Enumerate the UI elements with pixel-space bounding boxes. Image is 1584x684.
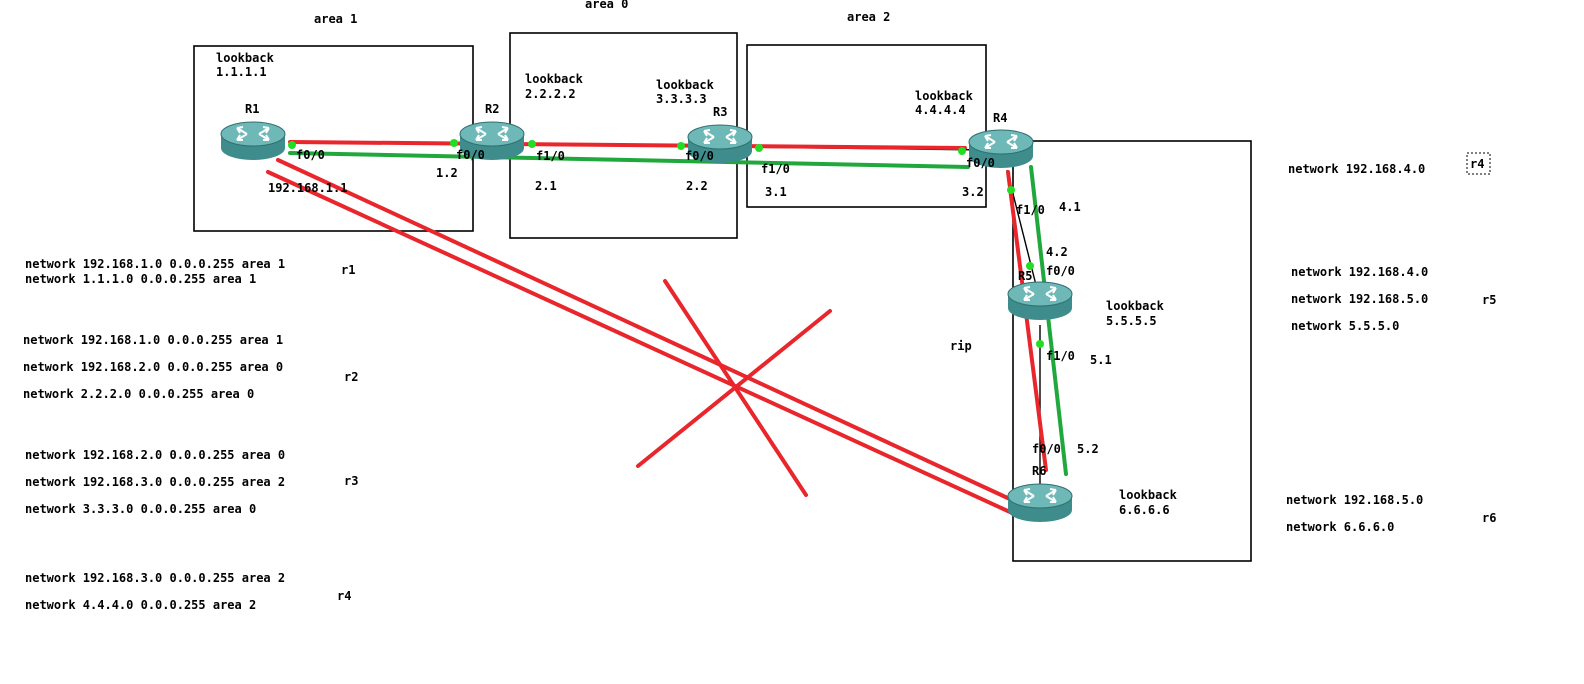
r4-f10-label: f1/0	[1016, 203, 1045, 217]
r1-loopback-ip: 1.1.1.1	[216, 65, 267, 79]
config-line: network 192.168.4.0	[1288, 162, 1425, 176]
config-line: network 192.168.3.0 0.0.0.255 area 2	[25, 571, 285, 585]
router-r5-icon[interactable]	[1007, 281, 1073, 321]
red-path-r4-r6	[1006, 170, 1048, 472]
r2-address-b: 2.1	[535, 179, 557, 193]
r3-loopback-label: lookback	[656, 78, 715, 92]
red-diagonal-a	[276, 158, 1014, 502]
r4-loopback-ip: 4.4.4.4	[915, 103, 966, 117]
config-r5-rip: network 192.168.4.0 network 192.168.5.0 …	[1291, 265, 1496, 333]
config-line: network 192.168.2.0 0.0.0.255 area 0	[23, 360, 283, 374]
config-r3: network 192.168.2.0 0.0.0.255 area 0 net…	[25, 448, 358, 516]
config-r4: network 192.168.3.0 0.0.0.255 area 2 net…	[25, 571, 351, 612]
r5-f10-label: f1/0	[1046, 349, 1075, 363]
r3-address-a: 2.2	[686, 179, 708, 193]
r6-loopback-ip: 6.6.6.6	[1119, 503, 1170, 517]
r1-name: R1	[245, 102, 259, 116]
r5-address-b: 5.1	[1090, 353, 1112, 367]
config-line: network 192.168.3.0 0.0.0.255 area 2	[25, 475, 285, 489]
cross-mark-b	[636, 309, 832, 468]
r4-address-b: 4.1	[1059, 200, 1081, 214]
r3-name: R3	[713, 105, 727, 119]
config-tag: r4	[337, 589, 351, 603]
r3-f10-label: f1/0	[761, 162, 790, 176]
config-r4-rip: network 192.168.4.0 r4	[1288, 152, 1491, 176]
r6-address: 5.2	[1077, 442, 1099, 456]
r5-address-a: 4.2	[1046, 245, 1068, 259]
r2-f00-label: f0/0	[456, 148, 485, 162]
r2-f10-label: f1/0	[536, 149, 565, 163]
config-line: network 1.1.1.0 0.0.0.255 area 1	[25, 272, 256, 286]
config-line: network 192.168.2.0 0.0.0.255 area 0	[25, 448, 285, 462]
r2-loopback-ip: 2.2.2.2	[525, 87, 576, 101]
r5-name: R5	[1018, 269, 1032, 283]
config-line: network 5.5.5.0	[1291, 319, 1399, 333]
area2-box	[746, 44, 987, 208]
config-line: network 192.168.1.0 0.0.0.255 area 1	[25, 257, 285, 271]
config-r6-rip: network 192.168.5.0 network 6.6.6.0 r6	[1286, 493, 1496, 534]
config-tag: r6	[1482, 511, 1496, 525]
r5-loopback-ip: 5.5.5.5	[1106, 314, 1157, 328]
rip-label: rip	[950, 339, 972, 353]
port-dots	[288, 139, 1044, 348]
router-r6-icon[interactable]	[1007, 483, 1073, 523]
r5-f00-label: f0/0	[1046, 264, 1075, 278]
config-tag: r4	[1470, 157, 1484, 171]
config-tag: r5	[1482, 293, 1496, 307]
r1-address: 192.168.1.1	[268, 181, 347, 195]
config-line: network 4.4.4.0 0.0.0.255 area 2	[25, 598, 256, 612]
config-line: network 192.168.1.0 0.0.0.255 area 1	[23, 333, 283, 347]
area1-label: area 1	[314, 12, 357, 26]
r3-loopback-ip: 3.3.3.3	[656, 92, 707, 106]
r5-loopback-label: lookback	[1106, 299, 1165, 313]
r6-f00-label: f0/0	[1032, 442, 1061, 456]
r4-address-a: 3.2	[962, 185, 984, 199]
config-r1: network 192.168.1.0 0.0.0.255 area 1 net…	[25, 257, 355, 286]
area0-label: area 0	[585, 0, 628, 11]
r3-f00-label: f0/0	[685, 149, 714, 163]
config-tag: r3	[344, 474, 358, 488]
config-line: network 2.2.2.0 0.0.0.255 area 0	[23, 387, 254, 401]
config-tag: r2	[344, 370, 358, 384]
config-r2: network 192.168.1.0 0.0.0.255 area 1 net…	[23, 333, 358, 401]
config-line: network 192.168.4.0	[1291, 265, 1428, 279]
green-path-r4-r6	[1029, 165, 1068, 476]
r6-name: R6	[1032, 464, 1046, 478]
r2-name: R2	[485, 102, 499, 116]
red-path-top	[288, 140, 967, 150]
r4-f00-label: f0/0	[966, 156, 995, 170]
r1-loopback-label: lookback	[216, 51, 275, 65]
config-tag: r1	[341, 263, 355, 277]
area2-label: area 2	[847, 10, 890, 24]
config-line: network 6.6.6.0	[1286, 520, 1394, 534]
r4-name: R4	[993, 111, 1007, 125]
config-line: network 192.168.5.0	[1286, 493, 1423, 507]
config-line: network 192.168.5.0	[1291, 292, 1428, 306]
r6-loopback-label: lookback	[1119, 488, 1178, 502]
rip-box	[1012, 140, 1252, 562]
r2-loopback-label: lookback	[525, 72, 584, 86]
config-line: network 3.3.3.0 0.0.0.255 area 0	[25, 502, 256, 516]
router-r1-icon[interactable]	[220, 121, 286, 161]
r3-address-b: 3.1	[765, 185, 787, 199]
r2-address-a: 1.2	[436, 166, 458, 180]
selection-box	[1466, 152, 1491, 175]
green-path-top	[288, 151, 970, 169]
red-diagonal-b	[266, 170, 1012, 514]
r4-loopback-label: lookback	[915, 89, 974, 103]
r1-f00-label: f0/0	[296, 148, 325, 162]
